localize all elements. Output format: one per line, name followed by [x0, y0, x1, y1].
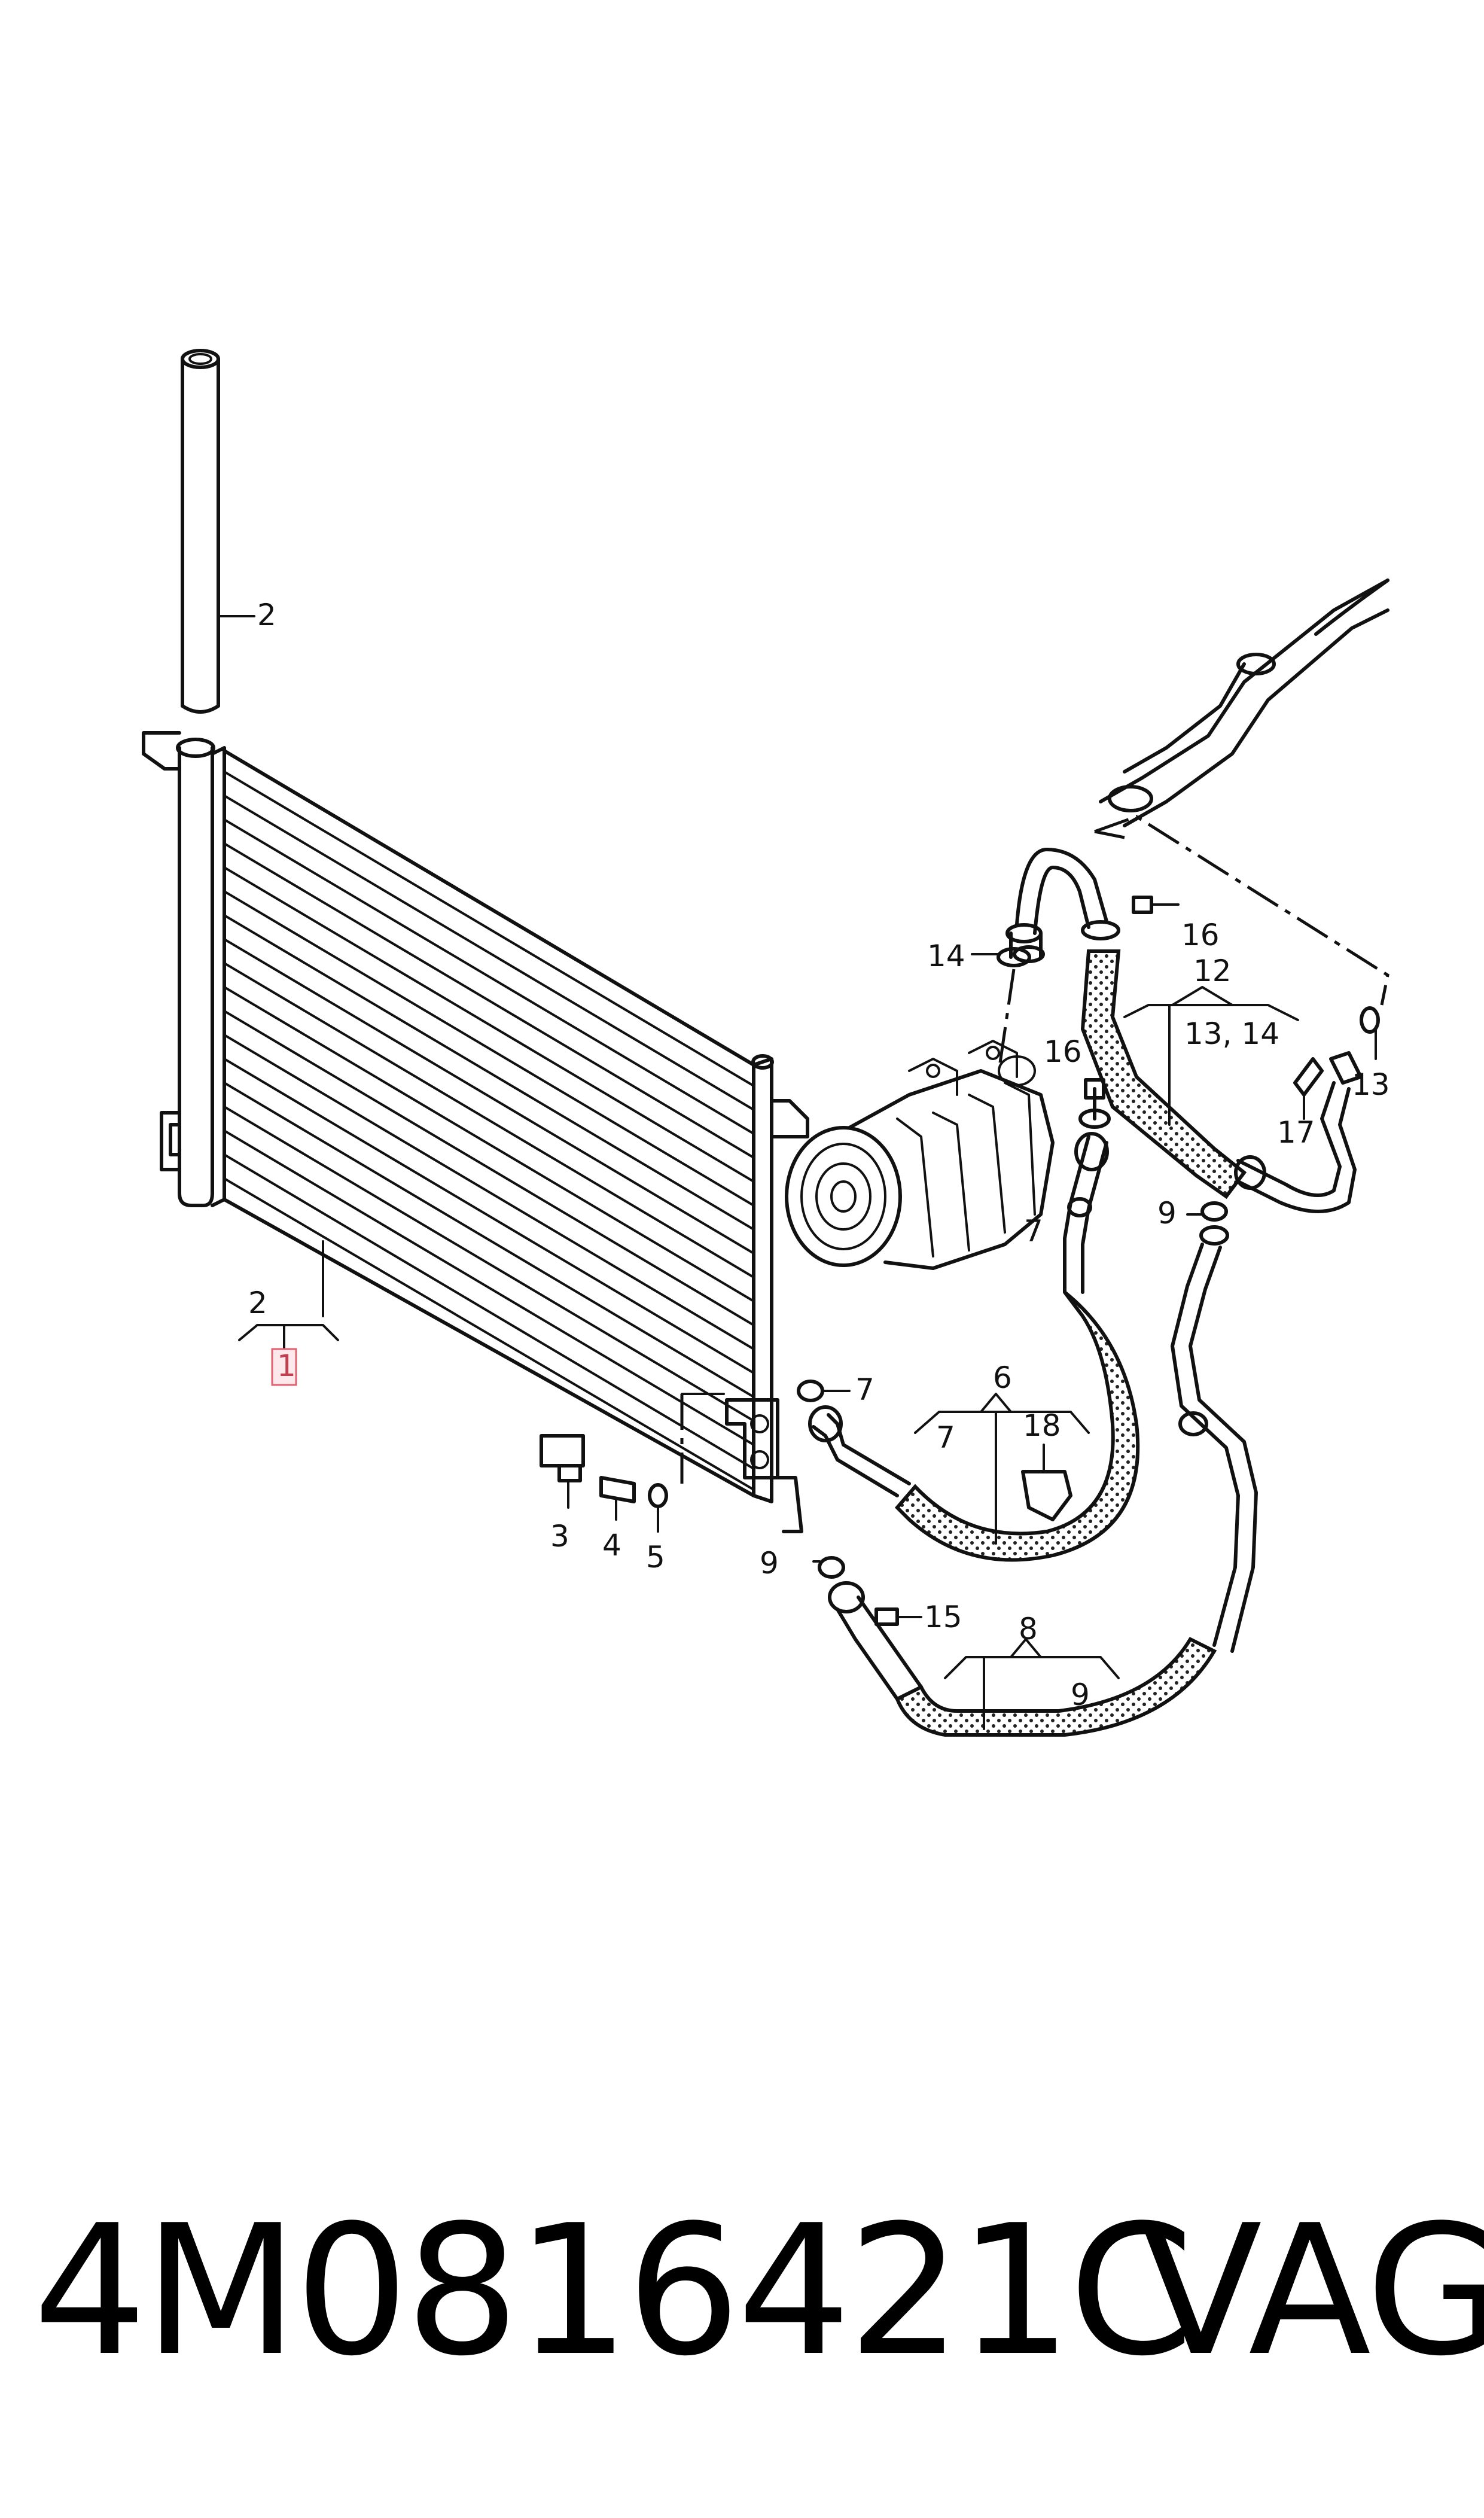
callout-6: 6	[993, 1360, 1012, 1395]
callout-5: 5	[646, 1540, 665, 1575]
callout-13-14: 13, 14	[1184, 1016, 1279, 1051]
callout-labels: 2 2 1 3 4 5 6 7 7 7 18 8 9 9 9 15 14 16 …	[248, 598, 1390, 1712]
callout-7-c: 7	[1024, 1214, 1043, 1249]
callout-18: 18	[1023, 1408, 1061, 1443]
condenser	[142, 731, 809, 1533]
callout-17: 17	[1277, 1115, 1315, 1150]
callout-14: 14	[927, 939, 965, 973]
callout-1-bracket	[238, 1324, 339, 1386]
dryer-tube	[181, 349, 255, 714]
callout-15: 15	[924, 1600, 962, 1634]
discharge-line-6	[797, 1078, 1140, 1562]
brand-name: VAG	[1139, 2187, 1484, 2395]
callout-4: 4	[602, 1528, 621, 1563]
suction-line-12	[971, 578, 1389, 1213]
parts-diagram: 2 2 1 3 4 5 6 7 7 7 18 8 9 9 9 15 14 16 …	[142, 349, 1390, 1737]
callout-8: 8	[1019, 1612, 1038, 1646]
callout-2-top: 2	[257, 598, 276, 632]
callout-13: 13	[1352, 1067, 1390, 1102]
callout-2-bracket: 2	[248, 1286, 267, 1320]
pressure-sensor-parts	[540, 1434, 668, 1533]
condenser-fins	[223, 771, 755, 1491]
callout-1: 1	[277, 1348, 296, 1383]
callout-9-b: 9	[1157, 1196, 1177, 1231]
callout-3: 3	[550, 1519, 569, 1554]
compressor	[785, 1040, 1055, 1270]
footer: 4M0816421C VAG	[0, 2178, 1484, 2477]
callout-7-a: 7	[855, 1372, 874, 1407]
liquid-line-8	[812, 1201, 1258, 1737]
callout-9-c: 9	[1071, 1677, 1090, 1712]
callout-16-a: 16	[1181, 918, 1220, 952]
callout-16-b: 16	[1044, 1034, 1082, 1069]
callout-12: 12	[1193, 954, 1232, 988]
callout-7-b: 7	[936, 1420, 955, 1455]
callout-9-a: 9	[760, 1546, 779, 1581]
part-number: 4M0816421C	[33, 2187, 1194, 2395]
